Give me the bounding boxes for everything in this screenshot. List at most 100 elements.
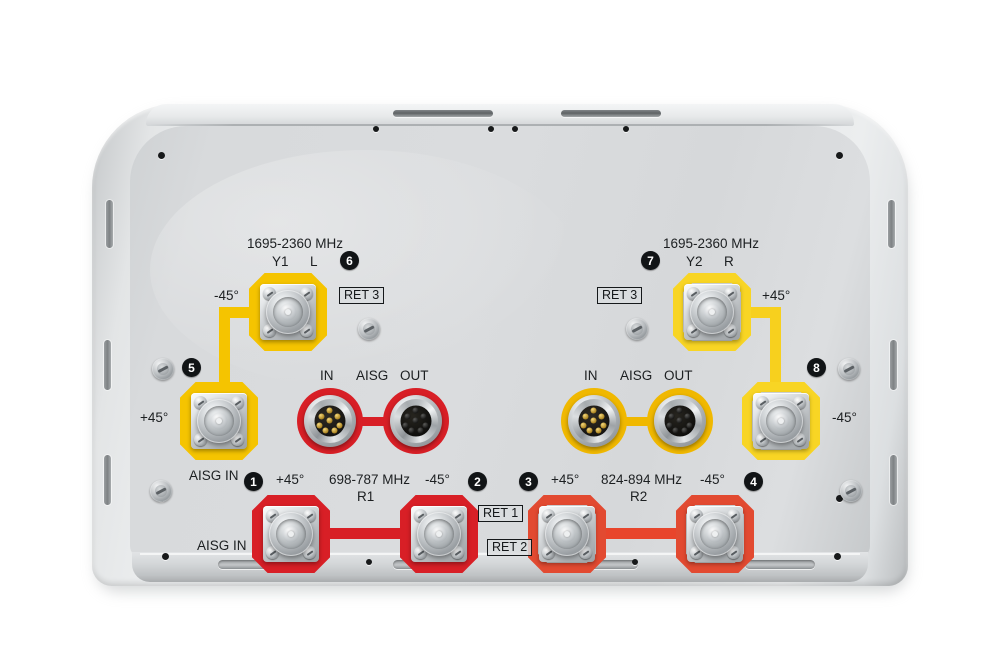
yellow-trace-vertical-right xyxy=(770,312,781,390)
port-3-n-connector[interactable] xyxy=(545,512,589,556)
port-6-polarization-label: -45° xyxy=(214,288,239,303)
aisg-right-in-connector[interactable] xyxy=(568,395,620,447)
port-5-center-pin xyxy=(216,418,222,424)
aisg-right-in-face xyxy=(578,405,610,437)
top-hole-2 xyxy=(488,126,494,132)
aisg-left-out-label: OUT xyxy=(400,368,429,383)
top-hole-3 xyxy=(512,126,518,132)
ret-1-label: RET 1 xyxy=(478,505,524,522)
aisg-left-out-ring xyxy=(383,388,449,454)
port-6-badge: 6 xyxy=(340,251,359,270)
port-4-polarization-label: -45° xyxy=(700,472,725,487)
ground-screw-right-lower xyxy=(840,480,862,502)
antenna-top-lip xyxy=(146,104,854,126)
port-3-center-pin xyxy=(564,531,570,537)
port-2-polarization-label: -45° xyxy=(425,472,450,487)
port-4-badge: 4 xyxy=(744,472,763,491)
aisg-left-in-face xyxy=(314,405,346,437)
port-5-badge: 5 xyxy=(182,358,201,377)
port-6-flange xyxy=(260,284,316,340)
yellow-trace-horizontal-right xyxy=(735,307,781,318)
port-4-n-connector[interactable] xyxy=(693,512,737,556)
port-3-badge: 3 xyxy=(519,472,538,491)
ret-3-left-label: RET 3 xyxy=(339,287,385,304)
corner-hole-top-right xyxy=(836,152,843,159)
corner-hole-top-left xyxy=(158,152,165,159)
mid-band-freq-label: 824-894 MHz xyxy=(601,472,683,487)
port-2-n-connector[interactable] xyxy=(417,512,461,556)
port-8-center-pin xyxy=(778,418,784,424)
aisg-right-out-label: OUT xyxy=(664,368,693,383)
high-left-array-label: Y1 xyxy=(272,254,289,269)
aisg-left-in-label: IN xyxy=(320,368,334,383)
port-5-n-connector[interactable] xyxy=(197,399,241,443)
aisg-right-out-connector[interactable] xyxy=(654,395,706,447)
ret-3-right-label: RET 3 xyxy=(597,287,643,304)
red-trace-r2 xyxy=(596,528,692,539)
aisg-right-out-ring xyxy=(647,388,713,454)
yellow-trace-vertical-left xyxy=(219,312,230,404)
aisg-right-in-ring xyxy=(561,388,627,454)
port-1-n-connector[interactable] xyxy=(269,512,313,556)
port-7-badge: 7 xyxy=(641,251,660,270)
ret-2-label: RET 2 xyxy=(487,539,533,556)
top-hole-1 xyxy=(373,126,379,132)
port-6-n-connector[interactable] xyxy=(266,290,310,334)
port-7-polarization-label: +45° xyxy=(762,288,791,303)
edge-slot-right-2 xyxy=(890,340,897,390)
bottom-vent-3 xyxy=(568,560,638,569)
low-band-freq-label: 698-787 MHz xyxy=(329,472,411,487)
bottom-hole-mid-left xyxy=(366,559,372,565)
aisg-in-left-upper-label: AISG IN xyxy=(189,468,239,483)
aisg-left-out-connector[interactable] xyxy=(390,395,442,447)
port-7-flange xyxy=(684,284,740,340)
port-8-n-connector[interactable] xyxy=(759,399,803,443)
low-band-array-label: R1 xyxy=(357,489,375,504)
high-right-array-label: Y2 xyxy=(686,254,703,269)
ground-screw-mid-right xyxy=(626,318,648,340)
bottom-hole-mid-right xyxy=(632,559,638,565)
top-vent-slot-left xyxy=(393,110,493,117)
aisg-left-in-ring xyxy=(297,388,363,454)
ground-screw-right-upper xyxy=(838,358,860,380)
aisg-left-mid-label: AISG xyxy=(356,368,389,383)
bottom-hole-left xyxy=(162,553,169,560)
edge-slot-left-2 xyxy=(104,340,111,390)
top-vent-slot-right xyxy=(561,110,661,117)
port-5-flange xyxy=(191,393,247,449)
aisg-right-out-face xyxy=(664,405,696,437)
top-hole-4 xyxy=(623,126,629,132)
port-4-center-pin xyxy=(712,531,718,537)
mid-band-array-label: R2 xyxy=(630,489,648,504)
aisg-right-mid-label: AISG xyxy=(620,368,653,383)
high-right-side-label: R xyxy=(724,254,734,269)
bottom-hole-right xyxy=(834,553,841,560)
port-7-n-connector[interactable] xyxy=(690,290,734,334)
port-1-badge: 1 xyxy=(244,472,263,491)
aisg-in-left-lower-label: AISG IN xyxy=(197,538,247,553)
port-5-polarization-label: +45° xyxy=(140,410,169,425)
port-3-polarization-label: +45° xyxy=(551,472,580,487)
aisg-left-in-connector[interactable] xyxy=(304,395,356,447)
high-left-side-label: L xyxy=(310,254,318,269)
port-8-badge: 8 xyxy=(807,358,826,377)
port-8-polarization-label: -45° xyxy=(832,410,857,425)
port-6-center-pin xyxy=(285,309,291,315)
edge-slot-left-3 xyxy=(104,455,111,505)
bottom-vent-4 xyxy=(745,560,815,569)
red-trace-r1 xyxy=(320,528,416,539)
aisg-left-out-face xyxy=(400,405,432,437)
yellow-trace-horizontal-left xyxy=(219,307,265,318)
ground-screw-left-upper xyxy=(152,358,174,380)
port-7-center-pin xyxy=(709,309,715,315)
antenna-face-plate xyxy=(130,126,870,558)
ground-screw-mid-left xyxy=(358,318,380,340)
port-2-center-pin xyxy=(436,531,442,537)
edge-slot-left-1 xyxy=(106,200,113,248)
ground-screw-left-lower xyxy=(150,480,172,502)
port-1-polarization-label: +45° xyxy=(276,472,305,487)
aisg-right-in-label: IN xyxy=(584,368,598,383)
port-3-flange xyxy=(539,506,595,562)
high-right-freq-label: 1695-2360 MHz xyxy=(663,236,760,251)
port-1-center-pin xyxy=(288,531,294,537)
